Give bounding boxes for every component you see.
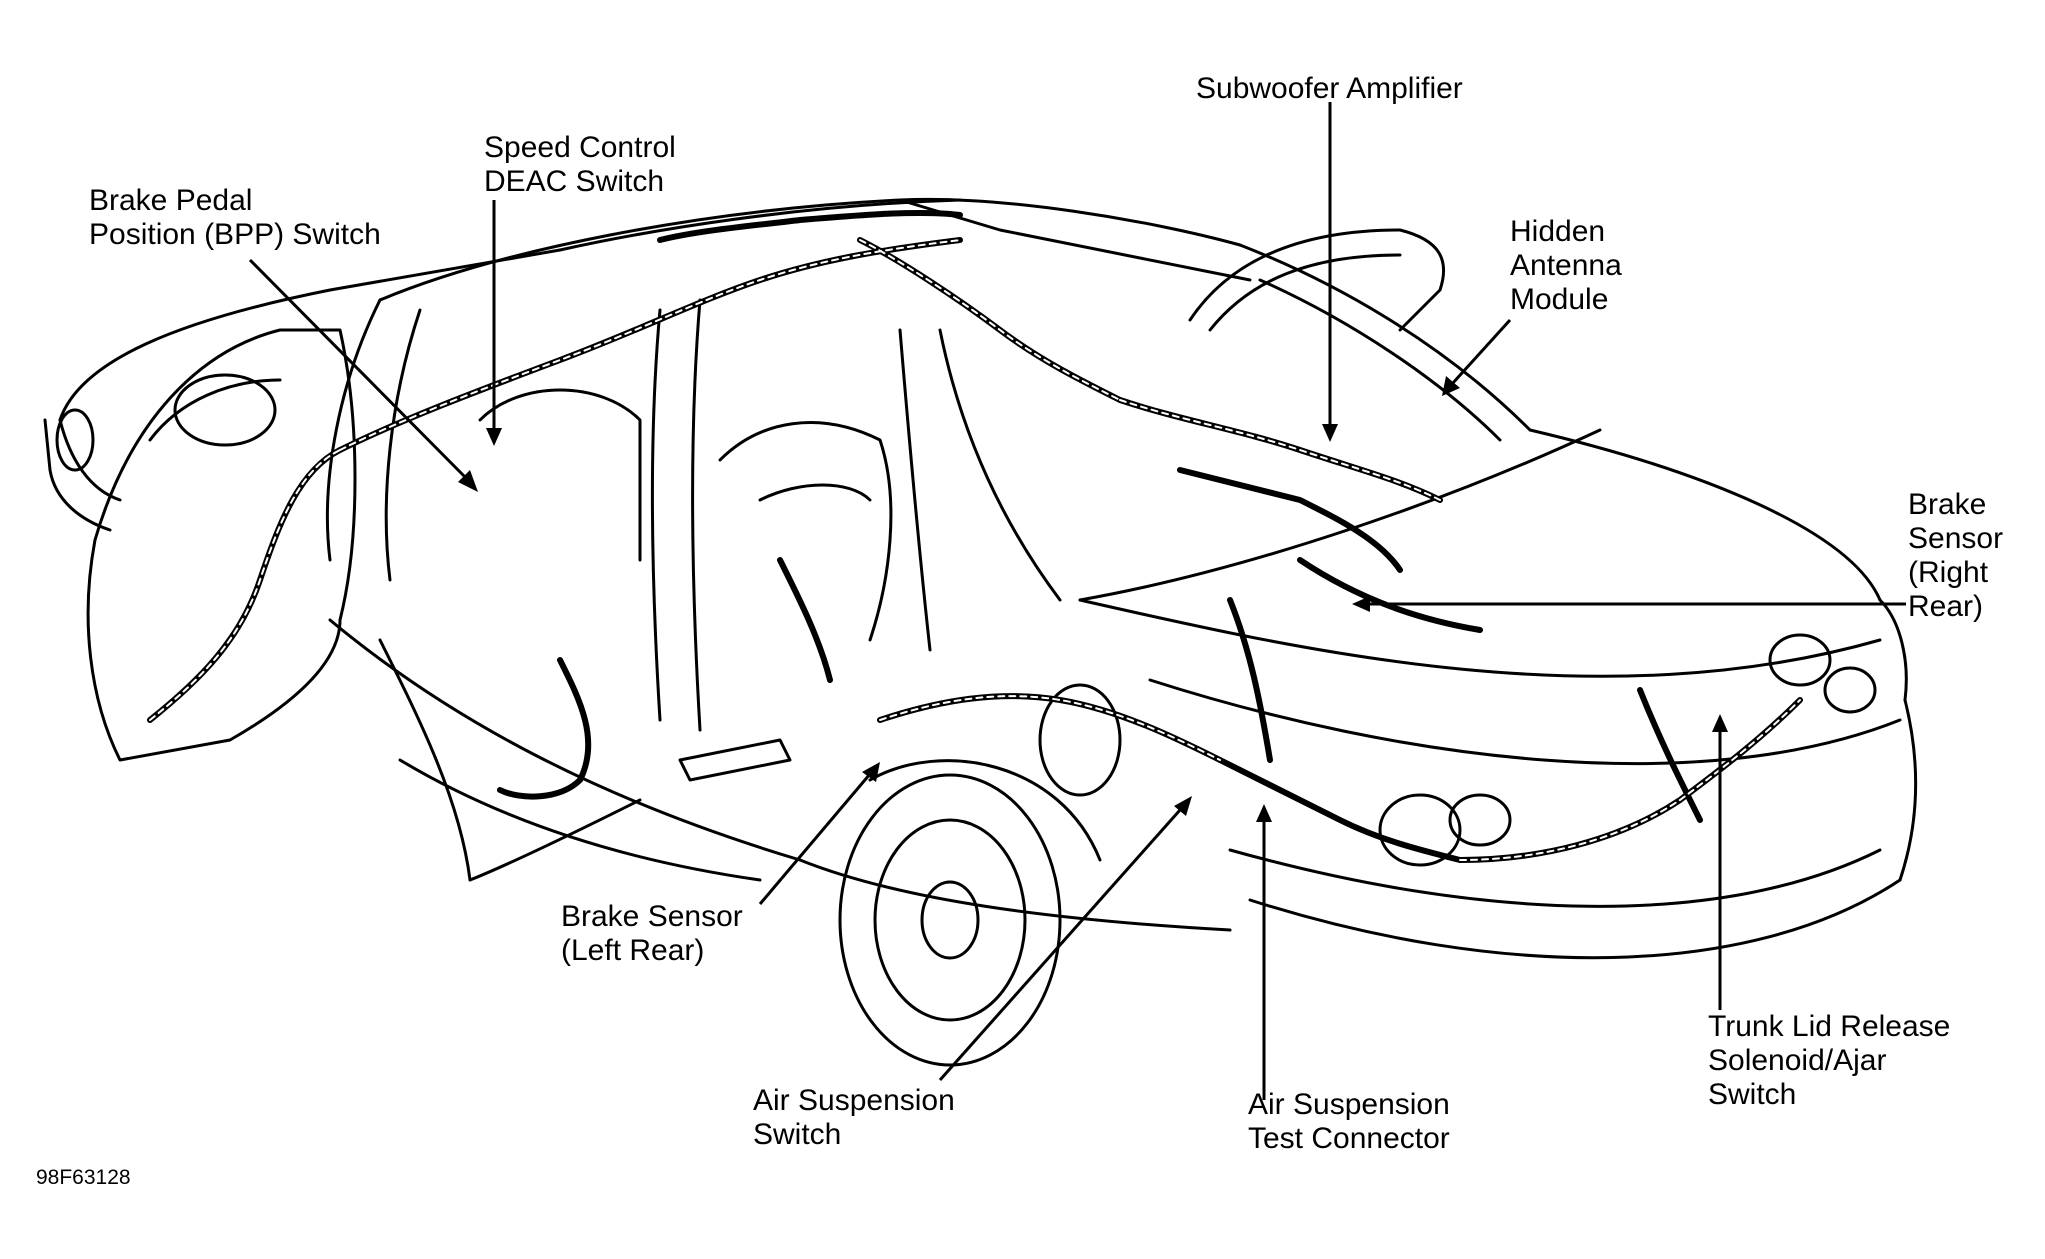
leader-brake-sensor-left — [758, 773, 872, 905]
label-brake-sensor-right-line1: Brake — [1908, 488, 1987, 521]
arrow-bpp-switch — [458, 470, 478, 492]
label-brake-sensor-right-rear: Brake Sensor (Right Rear) — [1908, 488, 2003, 624]
label-air-suspension-switch: Air Suspension Switch — [753, 1084, 955, 1152]
leader-lines — [248, 102, 1906, 1100]
label-air-susp-switch-line2: Switch — [753, 1118, 842, 1151]
label-brake-sensor-right-line2: Sensor — [1908, 522, 2004, 555]
label-trunk-lid-line2: Solenoid/Ajar — [1708, 1044, 1887, 1077]
label-brake-sensor-left-line1: Brake Sensor — [561, 900, 743, 933]
arrow-air-susp-test — [1256, 804, 1272, 822]
label-antenna-line2: Antenna — [1510, 249, 1622, 282]
label-trunk-lid-line3: Switch — [1708, 1078, 1797, 1111]
label-air-susp-test-line1: Air Suspension — [1248, 1088, 1450, 1121]
label-brake-sensor-left-line2: (Left Rear) — [561, 934, 705, 967]
label-trunk-lid-release: Trunk Lid Release Solenoid/Ajar Switch — [1708, 1010, 1950, 1112]
label-brake-sensor-left-rear: Brake Sensor (Left Rear) — [561, 900, 743, 968]
car-body — [43, 197, 1918, 1067]
leader-bpp-switch — [248, 258, 470, 482]
label-bpp-switch-line1: Brake Pedal — [89, 184, 253, 217]
leader-antenna — [1450, 318, 1512, 386]
arrow-antenna — [1442, 376, 1460, 396]
label-trunk-lid-line1: Trunk Lid Release — [1708, 1010, 1951, 1043]
label-brake-sensor-right-line3: (Right — [1908, 556, 1989, 589]
arrow-brake-sensor-right — [1352, 596, 1370, 612]
label-brake-sensor-right-line4: Rear) — [1908, 590, 1984, 623]
label-air-susp-test-line2: Test Connector — [1248, 1122, 1450, 1155]
arrow-air-susp-switch — [1174, 796, 1192, 816]
arrow-speed-control — [486, 428, 502, 446]
label-hidden-antenna-module: Hidden Antenna Module — [1510, 215, 1622, 317]
arrow-trunk-lid — [1712, 714, 1728, 732]
wiring-harness-detail — [149, 239, 1801, 861]
label-antenna-line1: Hidden — [1510, 215, 1606, 248]
label-bpp-switch-line2: Position (BPP) Switch — [89, 218, 381, 251]
label-subwoofer-line1: Subwoofer Amplifier — [1196, 72, 1463, 105]
label-speed-control-line2: DEAC Switch — [484, 165, 665, 198]
label-air-susp-switch-line1: Air Suspension — [753, 1084, 955, 1117]
label-antenna-line3: Module — [1510, 283, 1609, 316]
arrow-subwoofer — [1322, 424, 1338, 442]
label-speed-control-line1: Speed Control — [484, 131, 676, 164]
label-speed-control-deac: Speed Control DEAC Switch — [484, 131, 676, 199]
figure-id: 98F63128 — [36, 1166, 131, 1189]
arrow-brake-sensor-left — [862, 762, 880, 782]
label-air-suspension-test-connector: Air Suspension Test Connector — [1248, 1088, 1450, 1156]
leader-air-susp-switch — [938, 809, 1182, 1081]
label-bpp-switch: Brake Pedal Position (BPP) Switch — [89, 184, 381, 252]
label-subwoofer-amplifier: Subwoofer Amplifier — [1196, 72, 1463, 106]
